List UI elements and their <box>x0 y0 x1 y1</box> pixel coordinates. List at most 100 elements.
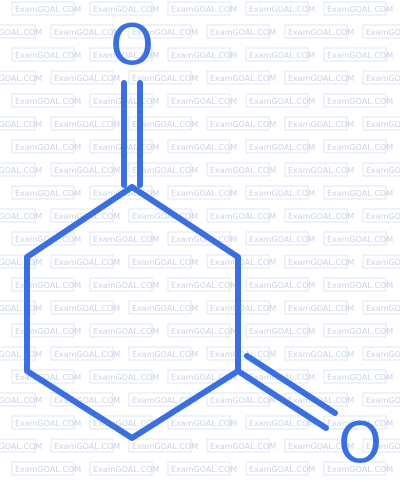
watermark-tile: ExamGOAL.COM <box>11 277 81 292</box>
svg-text:ExamGOAL.COM: ExamGOAL.COM <box>171 373 237 382</box>
watermark-tile: ExamGOAL.COM <box>11 93 81 108</box>
svg-text:ExamGOAL.COM: ExamGOAL.COM <box>0 304 42 313</box>
watermark-tile: ExamGOAL.COM <box>11 185 81 200</box>
svg-text:ExamGOAL.COM: ExamGOAL.COM <box>54 28 120 37</box>
svg-text:ExamGOAL.COM: ExamGOAL.COM <box>171 5 237 14</box>
watermark-tile: ExamGOAL.COM <box>245 93 315 108</box>
svg-text:ExamGOAL.COM: ExamGOAL.COM <box>15 327 81 336</box>
svg-text:ExamGOAL.COM: ExamGOAL.COM <box>132 166 198 175</box>
svg-text:ExamGOAL.COM: ExamGOAL.COM <box>171 465 237 474</box>
svg-text:ExamGOAL.COM: ExamGOAL.COM <box>249 5 315 14</box>
watermark-tile: ExamGOAL.COM <box>323 461 393 476</box>
watermark-tile: ExamGOAL.COM <box>323 139 393 154</box>
watermark-tile: ExamGOAL.COM <box>362 70 400 85</box>
svg-text:ExamGOAL.COM: ExamGOAL.COM <box>288 258 354 267</box>
svg-text:ExamGOAL.COM: ExamGOAL.COM <box>54 120 120 129</box>
watermark-tile: ExamGOAL.COM <box>284 254 354 269</box>
watermark-tile: ExamGOAL.COM <box>245 139 315 154</box>
svg-text:ExamGOAL.COM: ExamGOAL.COM <box>288 304 354 313</box>
svg-text:ExamGOAL.COM: ExamGOAL.COM <box>366 304 400 313</box>
svg-text:ExamGOAL.COM: ExamGOAL.COM <box>0 396 42 405</box>
svg-text:ExamGOAL.COM: ExamGOAL.COM <box>15 143 81 152</box>
watermark-tile: ExamGOAL.COM <box>50 300 120 315</box>
svg-text:ExamGOAL.COM: ExamGOAL.COM <box>210 442 276 451</box>
svg-text:ExamGOAL.COM: ExamGOAL.COM <box>93 235 159 244</box>
watermark-tile: ExamGOAL.COM <box>167 185 237 200</box>
svg-text:ExamGOAL.COM: ExamGOAL.COM <box>15 465 81 474</box>
svg-text:ExamGOAL.COM: ExamGOAL.COM <box>132 304 198 313</box>
watermark-tile: ExamGOAL.COM <box>167 415 237 430</box>
watermark-tile: ExamGOAL.COM <box>245 231 315 246</box>
svg-text:ExamGOAL.COM: ExamGOAL.COM <box>54 74 120 83</box>
svg-text:ExamGOAL.COM: ExamGOAL.COM <box>93 5 159 14</box>
watermark-tile: ExamGOAL.COM <box>206 24 276 39</box>
svg-text:ExamGOAL.COM: ExamGOAL.COM <box>249 419 315 428</box>
svg-text:ExamGOAL.COM: ExamGOAL.COM <box>93 373 159 382</box>
svg-text:ExamGOAL.COM: ExamGOAL.COM <box>54 304 120 313</box>
watermark-tile: ExamGOAL.COM <box>89 277 159 292</box>
watermark-tile: ExamGOAL.COM <box>245 415 315 430</box>
svg-text:ExamGOAL.COM: ExamGOAL.COM <box>366 350 400 359</box>
svg-text:ExamGOAL.COM: ExamGOAL.COM <box>288 350 354 359</box>
svg-text:ExamGOAL.COM: ExamGOAL.COM <box>93 327 159 336</box>
svg-text:ExamGOAL.COM: ExamGOAL.COM <box>0 120 42 129</box>
watermark-tile: ExamGOAL.COM <box>89 461 159 476</box>
svg-text:ExamGOAL.COM: ExamGOAL.COM <box>288 28 354 37</box>
svg-text:ExamGOAL.COM: ExamGOAL.COM <box>366 120 400 129</box>
svg-text:ExamGOAL.COM: ExamGOAL.COM <box>249 327 315 336</box>
watermark-tile: ExamGOAL.COM <box>167 323 237 338</box>
svg-text:ExamGOAL.COM: ExamGOAL.COM <box>210 396 276 405</box>
watermark-tile: ExamGOAL.COM <box>362 24 400 39</box>
watermark-tile: ExamGOAL.COM <box>323 1 393 16</box>
watermark-tile: ExamGOAL.COM <box>50 24 120 39</box>
watermark-tile: ExamGOAL.COM <box>89 1 159 16</box>
oxygen-atom-top: O <box>110 13 154 78</box>
svg-text:ExamGOAL.COM: ExamGOAL.COM <box>132 120 198 129</box>
svg-text:ExamGOAL.COM: ExamGOAL.COM <box>93 281 159 290</box>
svg-text:ExamGOAL.COM: ExamGOAL.COM <box>171 235 237 244</box>
svg-text:ExamGOAL.COM: ExamGOAL.COM <box>132 350 198 359</box>
watermark-tile: ExamGOAL.COM <box>323 93 393 108</box>
svg-text:ExamGOAL.COM: ExamGOAL.COM <box>54 442 120 451</box>
svg-text:ExamGOAL.COM: ExamGOAL.COM <box>54 166 120 175</box>
svg-text:ExamGOAL.COM: ExamGOAL.COM <box>366 212 400 221</box>
svg-text:ExamGOAL.COM: ExamGOAL.COM <box>288 166 354 175</box>
watermark-tile: ExamGOAL.COM <box>284 116 354 131</box>
watermark-tile: ExamGOAL.COM <box>323 323 393 338</box>
svg-text:ExamGOAL.COM: ExamGOAL.COM <box>15 97 81 106</box>
watermark-tile: ExamGOAL.COM <box>89 369 159 384</box>
svg-text:ExamGOAL.COM: ExamGOAL.COM <box>15 51 81 60</box>
watermark-tile: ExamGOAL.COM <box>323 185 393 200</box>
watermark-tile: ExamGOAL.COM <box>0 438 42 453</box>
watermark-tile: ExamGOAL.COM <box>362 300 400 315</box>
watermark-tile: ExamGOAL.COM <box>11 139 81 154</box>
svg-text:ExamGOAL.COM: ExamGOAL.COM <box>132 396 198 405</box>
svg-text:ExamGOAL.COM: ExamGOAL.COM <box>0 74 42 83</box>
watermark-tile: ExamGOAL.COM <box>362 392 400 407</box>
svg-text:ExamGOAL.COM: ExamGOAL.COM <box>171 51 237 60</box>
watermark-tile: ExamGOAL.COM <box>89 323 159 338</box>
watermark-tile: ExamGOAL.COM <box>0 116 42 131</box>
watermark-tile: ExamGOAL.COM <box>323 277 393 292</box>
watermark-tile: ExamGOAL.COM <box>128 300 198 315</box>
svg-text:ExamGOAL.COM: ExamGOAL.COM <box>249 465 315 474</box>
svg-text:ExamGOAL.COM: ExamGOAL.COM <box>15 281 81 290</box>
svg-text:ExamGOAL.COM: ExamGOAL.COM <box>210 166 276 175</box>
svg-text:ExamGOAL.COM: ExamGOAL.COM <box>366 166 400 175</box>
svg-text:ExamGOAL.COM: ExamGOAL.COM <box>327 327 393 336</box>
svg-text:ExamGOAL.COM: ExamGOAL.COM <box>288 212 354 221</box>
svg-text:ExamGOAL.COM: ExamGOAL.COM <box>0 212 42 221</box>
watermark-tile: ExamGOAL.COM <box>0 300 42 315</box>
watermark-tile: ExamGOAL.COM <box>167 461 237 476</box>
svg-text:ExamGOAL.COM: ExamGOAL.COM <box>132 74 198 83</box>
svg-text:ExamGOAL.COM: ExamGOAL.COM <box>249 97 315 106</box>
watermark-tile: ExamGOAL.COM <box>206 70 276 85</box>
svg-text:ExamGOAL.COM: ExamGOAL.COM <box>93 465 159 474</box>
svg-text:ExamGOAL.COM: ExamGOAL.COM <box>327 5 393 14</box>
watermark-tile: ExamGOAL.COM <box>128 24 198 39</box>
watermark-tile: ExamGOAL.COM <box>206 208 276 223</box>
svg-text:ExamGOAL.COM: ExamGOAL.COM <box>0 28 42 37</box>
svg-text:ExamGOAL.COM: ExamGOAL.COM <box>93 419 159 428</box>
